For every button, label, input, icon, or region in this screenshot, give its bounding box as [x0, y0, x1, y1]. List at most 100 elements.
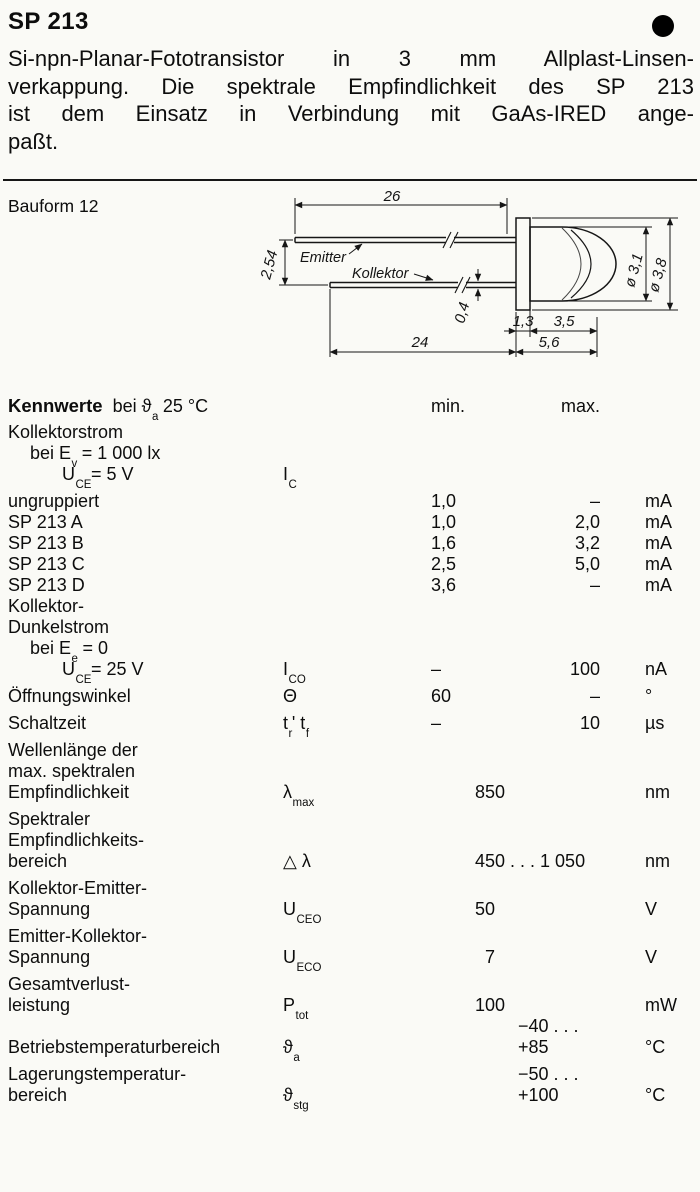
- unit: V: [645, 899, 658, 919]
- label-line: leistung: [8, 995, 71, 1015]
- min-value: 2,5: [431, 554, 457, 574]
- label-line: bereich: [8, 1085, 68, 1105]
- row-label: SP 213 C: [8, 554, 85, 574]
- label-line: Gesamtverlust-: [8, 974, 131, 994]
- phototransistor-outline: [294, 217, 617, 311]
- max-value: –: [589, 686, 600, 706]
- row-symbol: UCEO: [283, 899, 322, 926]
- row-variant: SP 213 C 2,5 5,0 mA: [8, 554, 700, 575]
- unit: mA: [645, 491, 672, 511]
- row-label: Gesamtverlust- leistung: [8, 974, 280, 1016]
- row-ueco: Emitter-Kollektor- Spannung UECO 7 V: [8, 926, 700, 974]
- dim-lead-length-top: 26: [383, 188, 401, 205]
- row-symbol: ICO: [283, 659, 306, 686]
- row-label: Emitter-Kollektor- Spannung: [8, 926, 280, 968]
- label-line: Kollektorstrom: [8, 422, 124, 442]
- condition-line: UCE= 5 V: [62, 464, 134, 491]
- row-label: Lagerungstemperatur- bereich: [8, 1064, 280, 1106]
- row-symbol: UECO: [283, 947, 322, 974]
- bauform-label: Bauform 12: [8, 196, 98, 216]
- row-label: Kollektor-Emitter- Spannung: [8, 878, 280, 920]
- table-header-label: Kennwerte bei ϑa 25 °C: [8, 395, 280, 423]
- value: 450 . . . 1 050: [475, 851, 586, 871]
- col-header-max: max.: [560, 396, 600, 416]
- row-oeffnungswinkel: Öffnungswinkel Θ 60 – °: [8, 686, 700, 707]
- dimension-lines: [279, 198, 678, 357]
- row-symbol: IC: [283, 464, 297, 491]
- description-line: paßt.: [8, 128, 59, 154]
- row-dunkelstrom: Kollektor- Dunkelstrom bei Ee = 0 UCE= 2…: [8, 596, 700, 686]
- label-line: max. spektralen: [8, 761, 136, 781]
- description: Si-npn-Planar-Fototransistor in 3 mm All…: [0, 36, 700, 155]
- label-line: Empfindlichkeit: [8, 782, 130, 802]
- min-value: 60: [431, 686, 452, 706]
- max-value: 10: [579, 713, 600, 733]
- label-line: Spannung: [8, 947, 91, 967]
- description-line: Si-npn-Planar-Fototransistor in 3 mm All…: [8, 46, 694, 71]
- value: 100: [475, 995, 506, 1015]
- row-label: Spektraler Empfindlichkeits- bereich: [8, 809, 280, 872]
- condition-line: UCE= 25 V: [62, 659, 144, 686]
- row-variant: SP 213 A 1,0 2,0 mA: [8, 512, 700, 533]
- row-label: Wellenlänge der max. spektralen Empfindl…: [8, 740, 280, 803]
- condition-line: bei Ev = 1 000 lx: [30, 443, 161, 470]
- dim-dome-diameter: ø 3,1: [621, 252, 646, 289]
- dim-package-length: 5,6: [539, 334, 561, 351]
- min-value: 1,0: [431, 512, 457, 532]
- row-label: SP 213 A: [8, 512, 83, 532]
- min-value: 3,6: [431, 575, 457, 595]
- value: 850: [475, 782, 506, 802]
- unit: nm: [645, 782, 671, 802]
- row-variant: ungruppiert 1,0 – mA: [8, 491, 700, 512]
- row-label: Betriebstemperaturbereich: [8, 1037, 221, 1057]
- description-line: verkappung. Die spektrale Empfindlichkei…: [8, 73, 694, 99]
- condition-line: bei Ee = 0: [30, 638, 108, 665]
- row-label: ungruppiert: [8, 491, 100, 511]
- emitter-label: Emitter: [300, 250, 347, 266]
- row-label: SP 213 B: [8, 533, 84, 553]
- row-symbol: ϑstg: [283, 1085, 309, 1112]
- label-line: bereich: [8, 851, 68, 871]
- dim-lead-pitch: 2,54: [257, 248, 281, 282]
- value: −50 . . . +100: [518, 1064, 579, 1105]
- dim-flange-thickness: 1,3: [513, 313, 535, 330]
- row-uceo: Kollektor-Emitter- Spannung UCEO 50 V: [8, 878, 700, 926]
- table-condition: bei ϑa 25 °C: [112, 396, 209, 423]
- max-value: 5,0: [574, 554, 600, 574]
- unit: V: [645, 947, 658, 967]
- min-value: 1,6: [431, 533, 457, 553]
- max-value: 100: [569, 659, 600, 679]
- label-line: Spannung: [8, 899, 91, 919]
- table-title: Kennwerte: [8, 395, 103, 416]
- max-value: 3,2: [574, 533, 600, 553]
- dim-body-length: 3,5: [554, 313, 576, 330]
- divider-rule: [3, 179, 697, 181]
- dim-flange-diameter: ø 3,8: [645, 256, 670, 294]
- row-symbol: △ λ: [283, 851, 311, 871]
- unit: nm: [645, 851, 671, 871]
- row-symbol: Ptot: [283, 995, 309, 1022]
- package-drawing: Bauform 12: [0, 185, 700, 387]
- max-value: –: [589, 491, 600, 511]
- unit: µs: [645, 713, 665, 733]
- unit: mA: [645, 575, 672, 595]
- unit: mA: [645, 554, 672, 574]
- row-spektralbereich: Spektraler Empfindlichkeits- bereich △ λ…: [8, 809, 700, 872]
- kollektor-label: Kollektor: [352, 266, 410, 282]
- unit: °C: [645, 1085, 666, 1105]
- title-bar: SP 213: [0, 0, 700, 37]
- max-value: –: [589, 575, 600, 595]
- row-variant: SP 213 B 1,6 3,2 mA: [8, 533, 700, 554]
- row-wellenlaenge: Wellenlänge der max. spektralen Empfindl…: [8, 740, 700, 809]
- row-label: Schaltzeit: [8, 713, 87, 733]
- label-line: Lagerungstemperatur-: [8, 1064, 187, 1084]
- row-lagerungstemperatur: Lagerungstemperatur- bereich ϑstg −50 . …: [8, 1064, 700, 1112]
- row-symbol: λmax: [283, 782, 315, 809]
- unit: °: [645, 686, 653, 706]
- min-value: 1,0: [431, 491, 457, 511]
- unit: nA: [645, 659, 668, 679]
- dim-lead-length-bottom: 24: [411, 334, 429, 351]
- unit: °C: [645, 1037, 666, 1057]
